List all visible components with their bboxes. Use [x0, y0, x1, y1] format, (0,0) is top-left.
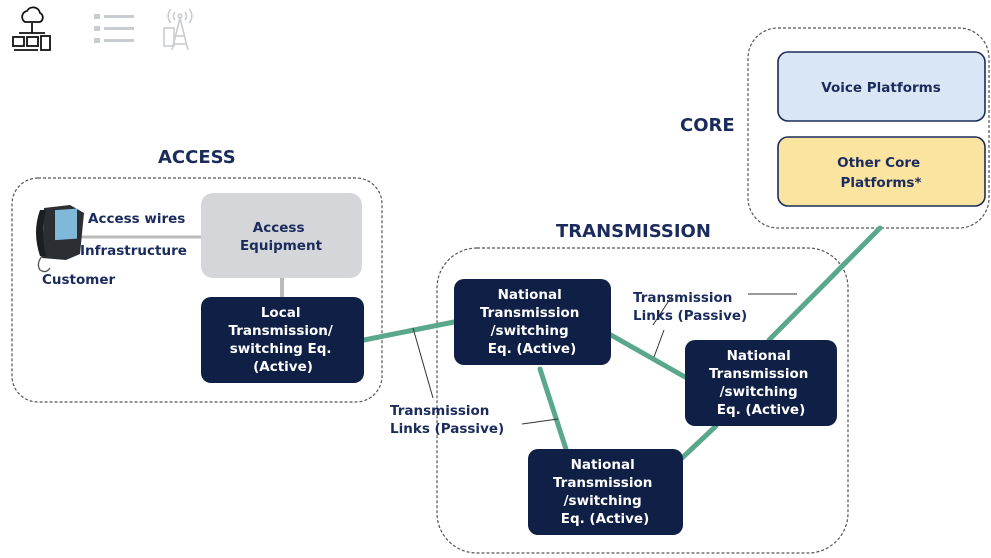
national-transmission-box-3[interactable] [685, 340, 837, 426]
voice-platforms-label: Voice Platforms [821, 80, 940, 96]
transmission-title: TRANSMISSION [556, 221, 711, 242]
transmission-links-label-1: Transmission Links (Passive) [633, 290, 747, 324]
access-equipment-label: Access Equipment [240, 220, 323, 254]
access-wires-label: Access wires [88, 211, 185, 227]
antenna-icon[interactable] [160, 6, 200, 52]
access-region [11, 177, 383, 403]
national-transmission-box-1[interactable] [454, 279, 611, 365]
phone-icon [36, 205, 84, 273]
access-title: ACCESS [158, 147, 236, 168]
link-local-national1[interactable] [361, 319, 457, 343]
local-transmission-label: Local Transmission/ switching Eq. (Activ… [228, 305, 337, 375]
national-transmission-label-1: National Transmission /switching Eq. (Ac… [480, 287, 584, 357]
toolbar [0, 0, 210, 60]
customer-label: Customer [42, 272, 116, 288]
leader-lines [412, 293, 797, 425]
infrastructure-label: Infrastructure [80, 243, 187, 259]
link-national1-national2[interactable] [537, 366, 569, 452]
network-diagram-icon[interactable] [12, 6, 52, 54]
list-icon[interactable] [94, 12, 136, 48]
transmission-region [436, 247, 849, 554]
other-core-platforms-label: Other Core Platforms* [837, 155, 925, 191]
local-transmission-box[interactable] [201, 297, 364, 383]
national-transmission-box-2[interactable] [528, 449, 683, 535]
access-equipment-box[interactable] [201, 193, 362, 278]
link-national2-national3[interactable] [679, 423, 719, 461]
link-national1-national3[interactable] [608, 332, 688, 380]
national-transmission-label-3: National Transmission /switching Eq. (Ac… [709, 348, 813, 418]
core-title: CORE [680, 115, 735, 136]
other-core-platforms-box[interactable] [777, 136, 986, 207]
transmission-links-label-2: Transmission Links (Passive) [390, 403, 504, 437]
voice-platforms-box[interactable] [777, 51, 986, 122]
national-transmission-label-2: National Transmission /switching Eq. (Ac… [553, 457, 657, 527]
link-national3-core[interactable] [766, 225, 883, 343]
transmission-links [361, 225, 883, 461]
